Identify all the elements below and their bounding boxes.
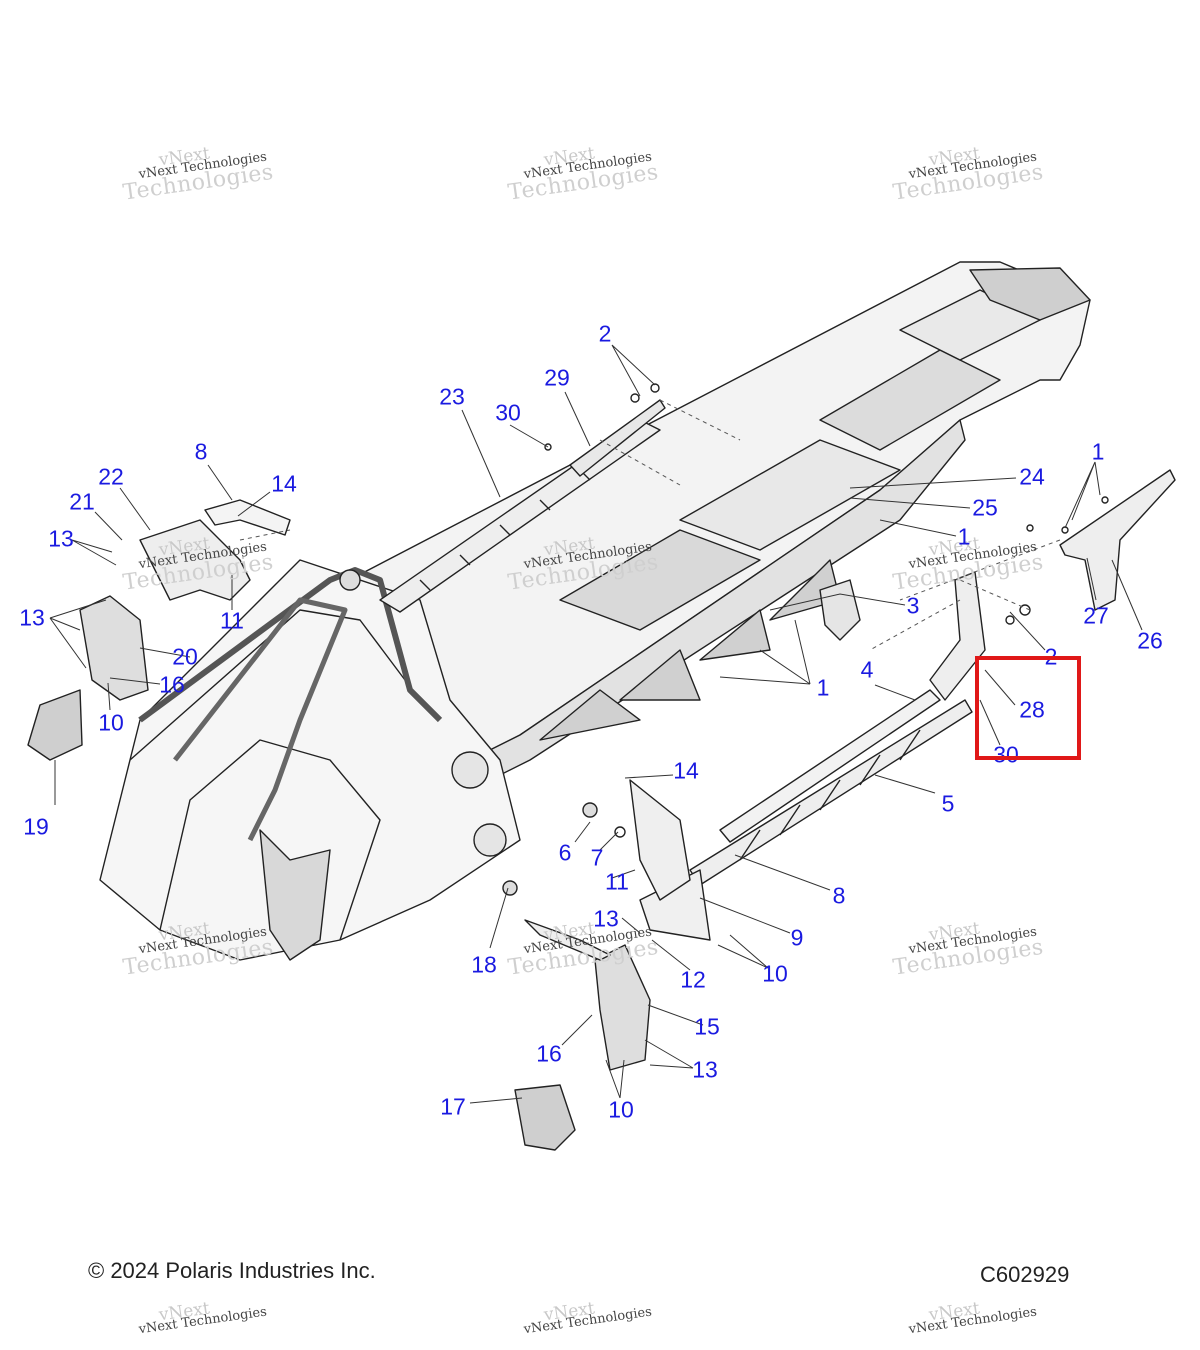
callout-22[interactable]: 22	[98, 463, 124, 490]
copyright-text: © 2024 Polaris Industries Inc.	[88, 1258, 376, 1283]
side-panel-20	[79, 595, 149, 701]
callout-11[interactable]: 11	[605, 868, 629, 895]
callout-23[interactable]: 23	[439, 383, 465, 410]
callout-16[interactable]: 16	[536, 1040, 562, 1067]
callout-10[interactable]: 10	[608, 1096, 634, 1123]
figure-code: C602929	[980, 1262, 1070, 1287]
callout-1[interactable]: 1	[816, 674, 830, 701]
callout-26[interactable]: 26	[1137, 627, 1163, 654]
callout-27[interactable]: 27	[1083, 602, 1109, 629]
callout-1[interactable]: 1	[1091, 438, 1105, 465]
callout-13[interactable]: 13	[692, 1056, 718, 1083]
bracket-26	[1059, 469, 1176, 611]
callout-12[interactable]: 12	[680, 966, 706, 993]
pad-17	[514, 1084, 576, 1151]
callout-24[interactable]: 24	[1019, 463, 1045, 490]
callout-14[interactable]: 14	[673, 757, 699, 784]
highlight-box	[975, 656, 1081, 760]
callout-8[interactable]: 8	[832, 882, 846, 909]
callout-13[interactable]: 13	[48, 525, 74, 552]
callout-13[interactable]: 13	[593, 905, 619, 932]
callout-29[interactable]: 29	[544, 364, 570, 391]
callout-19[interactable]: 19	[23, 813, 49, 840]
pad-19	[27, 689, 83, 761]
callout-20[interactable]: 20	[172, 643, 198, 670]
callout-10[interactable]: 10	[98, 709, 124, 736]
callout-15[interactable]: 15	[694, 1013, 720, 1040]
callout-7[interactable]: 7	[590, 844, 604, 871]
callout-2[interactable]: 2	[598, 320, 612, 347]
callout-14[interactable]: 14	[271, 470, 297, 497]
callout-16[interactable]: 16	[159, 671, 185, 698]
callout-4[interactable]: 4	[860, 656, 874, 683]
front-frame	[99, 559, 521, 961]
callout-9[interactable]: 9	[790, 924, 804, 951]
callout-28[interactable]: 28	[1019, 696, 1045, 723]
callout-3[interactable]: 3	[906, 592, 920, 619]
callout-1[interactable]: 1	[957, 523, 971, 550]
callout-17[interactable]: 17	[440, 1093, 466, 1120]
callout-6[interactable]: 6	[558, 839, 572, 866]
callout-8[interactable]: 8	[194, 438, 208, 465]
callout-10[interactable]: 10	[762, 960, 788, 987]
side-panel-15	[594, 944, 651, 1071]
callout-13[interactable]: 13	[19, 604, 45, 631]
callout-30[interactable]: 30	[993, 741, 1019, 768]
callout-5[interactable]: 5	[941, 790, 955, 817]
rail-29	[569, 399, 666, 477]
callout-25[interactable]: 25	[972, 494, 998, 521]
callout-21[interactable]: 21	[69, 488, 95, 515]
callout-30[interactable]: 30	[495, 399, 521, 426]
callout-18[interactable]: 18	[471, 951, 497, 978]
callout-11[interactable]: 11	[220, 607, 244, 634]
